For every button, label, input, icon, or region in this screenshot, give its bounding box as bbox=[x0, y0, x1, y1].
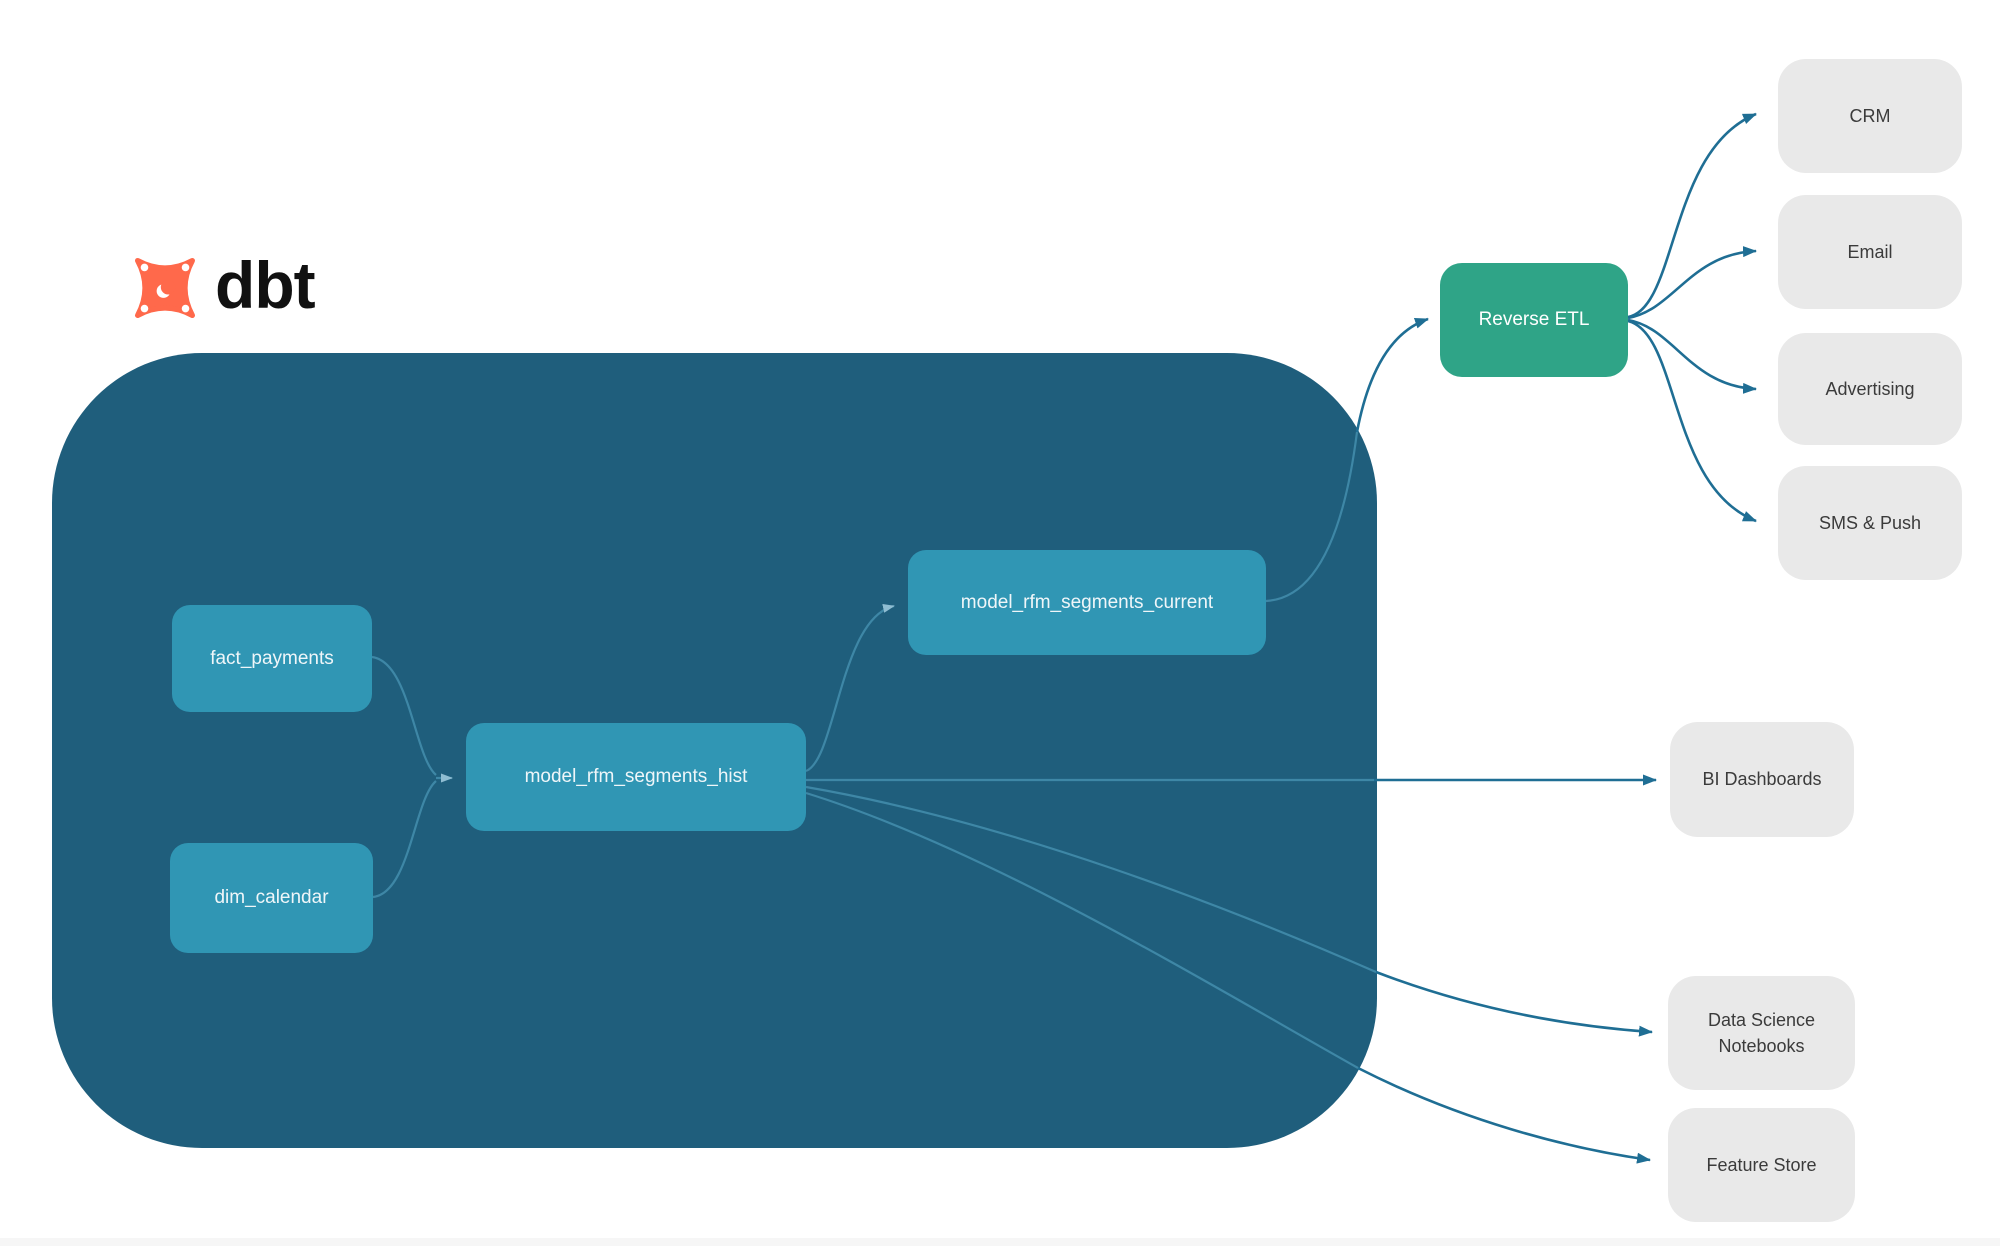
slide-bottom-edge bbox=[0, 1238, 2000, 1246]
edge-reverse-etl-to-sms-push bbox=[1627, 319, 1757, 523]
dbt-logo-text: dbt bbox=[215, 248, 316, 322]
node-advertising: Advertising bbox=[1778, 333, 1962, 445]
node-reverse-etl: Reverse ETL bbox=[1440, 263, 1628, 377]
node-model-rfm-segments-current: model_rfm_segments_current bbox=[908, 550, 1266, 655]
node-bi-dashboards: BI Dashboards bbox=[1670, 722, 1854, 837]
node-model-rfm-segments-hist: model_rfm_segments_hist bbox=[466, 723, 806, 831]
dbt-logo-icon bbox=[134, 257, 196, 319]
node-email: Email bbox=[1778, 195, 1962, 309]
edge-hist-to-feature-store bbox=[1357, 1066, 1651, 1164]
dbt-logo: dbt bbox=[127, 248, 316, 326]
edge-reverse-etl-to-email bbox=[1627, 246, 1757, 320]
node-fact-payments: fact_payments bbox=[172, 605, 372, 712]
edge-current-to-reverse-etl bbox=[1355, 317, 1429, 433]
edge-hist-to-data-science bbox=[1375, 970, 1653, 1037]
node-data-science-notebooks: Data Science Notebooks bbox=[1668, 976, 1855, 1090]
edge-reverse-etl-to-crm bbox=[1627, 112, 1757, 319]
node-sms-push: SMS & Push bbox=[1778, 466, 1962, 580]
node-crm: CRM bbox=[1778, 59, 1962, 173]
node-feature-store: Feature Store bbox=[1668, 1108, 1855, 1222]
node-dim-calendar: dim_calendar bbox=[170, 843, 373, 953]
edge-reverse-etl-to-advertising bbox=[1627, 318, 1757, 394]
